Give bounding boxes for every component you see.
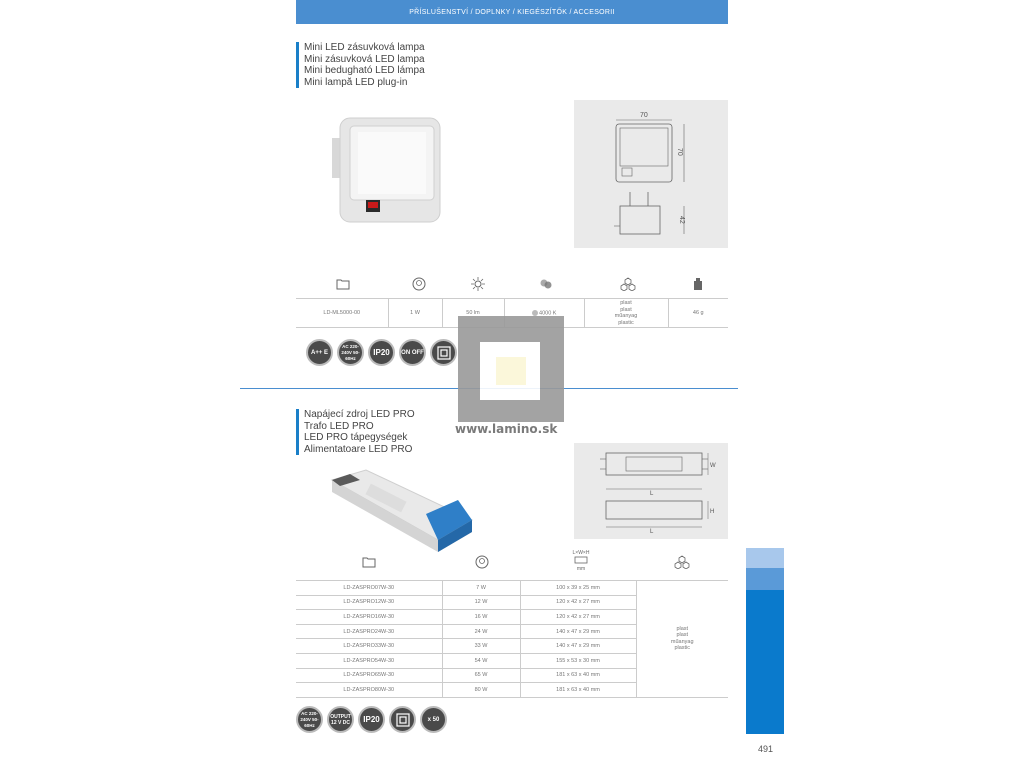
dimensions-unit: mm (576, 566, 586, 572)
class-ii-badge (430, 339, 457, 366)
class-ii-badge (389, 706, 416, 733)
product-code: LD-ZASPRO16W-30 (296, 609, 442, 625)
product-photo-night-lamp (332, 117, 441, 223)
size-value: 140 x 47 x 29 mm (519, 638, 636, 654)
folder-icon (335, 276, 351, 292)
material-icon (620, 276, 636, 292)
technical-drawing-lamp: 70 70 42 (574, 100, 728, 248)
power-value: 24 W (441, 623, 520, 640)
material-icon (674, 554, 690, 570)
power-value: 16 W (441, 609, 520, 625)
product-code: LD-ZASPRO54W-30 (296, 652, 442, 669)
dimensions-icon: L×W×H mm (570, 550, 592, 572)
size-value: 155 x 53 x 30 mm (519, 652, 636, 669)
product-code: LD-ZASPRO24W-30 (296, 623, 442, 640)
product-code: LD-ML5000-00 (296, 298, 388, 328)
side-tab-light (746, 548, 784, 568)
feature-badges-lamp: A++ E AC 220-240V 50-60Hz IP20 ON OFF (306, 339, 457, 366)
page-number: 491 (758, 744, 774, 754)
title-ro: Alimentatoare LED PRO (304, 443, 413, 455)
dim-width-label: 70 (640, 112, 648, 119)
size-value: 120 x 42 x 27 mm (519, 594, 636, 611)
power-value: 7 W (441, 580, 520, 596)
size-value: 120 x 42 x 27 mm (519, 609, 636, 625)
weight-icon (690, 276, 706, 292)
power-value: 54 W (441, 652, 520, 669)
svg-text:42: 42 (678, 216, 685, 224)
watermark-logo (458, 316, 564, 422)
size-value: 140 x 47 x 29 mm (519, 623, 636, 640)
folder-icon (361, 554, 377, 570)
lumen-icon (470, 276, 486, 292)
output-12v-badge: OUTPUT 12 V DC (327, 706, 354, 733)
voltage-badge: AC 220-240V 50-60Hz (296, 706, 323, 733)
package-quantity-badge: x 50 (420, 706, 447, 733)
power-value: 65 W (441, 667, 520, 684)
ip20-badge: IP20 (368, 339, 395, 366)
power-value: 12 W (441, 594, 520, 611)
product-code: LD-ZASPRO65W-30 (296, 667, 442, 684)
category-header: PŘÍSLUŠENSTVÍ / DOPLNKY / KIEGÉSZÍTŐK / … (296, 0, 728, 24)
weight-value: 46 g (667, 298, 728, 328)
voltage-badge: AC 220-240V 50-60Hz (337, 339, 364, 366)
power-value: 80 W (441, 682, 520, 698)
power-bulb-icon (411, 276, 427, 292)
title-cz: Napájecí zdroj LED PRO (304, 409, 415, 420)
product-code: LD-ZASPRO80W-30 (296, 682, 442, 698)
material-value: plast plast műanyag plastic (583, 298, 668, 328)
product-code: LD-ZASPRO07W-30 (296, 580, 442, 596)
product-code: LD-ZASPRO12W-30 (296, 594, 442, 611)
title-sk: Mini zásuvková LED lampa (304, 53, 425, 65)
size-value: 181 x 63 x 40 mm (519, 667, 636, 684)
size-value: 181 x 63 x 40 mm (519, 682, 636, 698)
table-row: LD-ML5000-00 1 W 50 lm 4000 K plast plas… (296, 298, 728, 328)
power-value: 1 W (387, 298, 442, 328)
title-cz: Mini LED zásuvková lampa (304, 42, 425, 53)
side-tab-dark (746, 590, 784, 734)
spec-table-lamp: LD-ML5000-00 1 W 50 lm 4000 K plast plas… (296, 298, 728, 328)
power-value: 33 W (441, 638, 520, 654)
technical-drawing-driver: L W L H (574, 443, 728, 539)
watermark-text: www.lamino.sk (455, 422, 558, 436)
title-hu: LED PRO tápegységek (304, 432, 408, 443)
ip20-badge: IP20 (358, 706, 385, 733)
title-sk: Trafo LED PRO (304, 420, 374, 432)
svg-text:L: L (650, 491, 654, 497)
product-code: LD-ZASPRO33W-30 (296, 638, 442, 654)
svg-text:H: H (710, 509, 714, 515)
product-photo-led-driver (330, 469, 474, 552)
title-ro: Mini lampă LED plug-in (304, 76, 408, 88)
product-title-1: Mini LED zásuvková lampa Mini zásuvková … (296, 42, 425, 88)
svg-text:70: 70 (676, 148, 683, 156)
on-off-switch-badge: ON OFF (399, 339, 426, 366)
svg-text:W: W (710, 463, 716, 469)
product-title-2: Napájecí zdroj LED PRO Trafo LED PRO LED… (296, 409, 415, 455)
power-bulb-icon (474, 554, 490, 570)
title-hu: Mini bedugható LED lámpa (304, 65, 425, 76)
side-tab-mid (746, 568, 784, 590)
dimensions-label: L×W×H (572, 550, 590, 556)
color-temperature-icon (538, 276, 554, 292)
energy-class-badge: A++ E (306, 339, 333, 366)
svg-text:L: L (650, 529, 654, 535)
size-value: 100 x 39 x 25 mm (519, 580, 636, 596)
feature-badges-driver: AC 220-240V 50-60Hz OUTPUT 12 V DC IP20 … (296, 706, 447, 733)
